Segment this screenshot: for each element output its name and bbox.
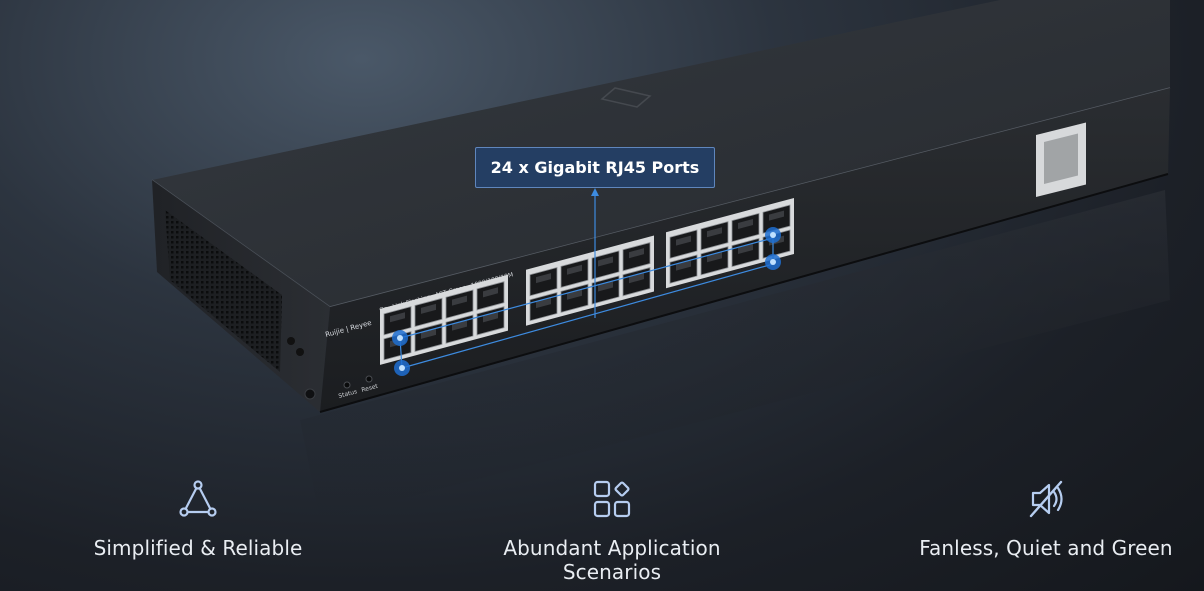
port-contacts xyxy=(390,312,405,323)
ports-callout: 24 x Gigabit RJ45 Ports xyxy=(475,147,715,188)
reset-label: Reset xyxy=(361,383,380,394)
feature-label: Fanless, Quiet and Green xyxy=(919,536,1173,560)
port-contacts xyxy=(629,273,644,284)
port-contacts xyxy=(707,227,722,238)
port-contacts xyxy=(676,260,691,271)
screw xyxy=(287,337,295,345)
port-contacts xyxy=(567,289,582,300)
status-led xyxy=(343,381,351,389)
port-contacts xyxy=(421,328,436,339)
switch-reflection xyxy=(300,190,1170,520)
port-contacts xyxy=(483,287,498,298)
status-label: Status xyxy=(338,388,358,400)
port-contacts xyxy=(421,303,436,314)
top-logo-mark xyxy=(600,87,652,108)
feature-fanless: Fanless, Quiet and Green xyxy=(896,478,1196,560)
reset-button[interactable] xyxy=(365,375,373,383)
feature-label: Abundant Application Scenarios xyxy=(503,536,721,584)
callout-connector xyxy=(399,191,774,369)
port-contacts xyxy=(738,243,753,254)
screw xyxy=(296,348,304,356)
port-contacts xyxy=(452,320,467,331)
port-contacts xyxy=(598,281,613,292)
port-contacts xyxy=(452,295,467,306)
port-contacts xyxy=(738,218,753,229)
port-blocks xyxy=(380,197,794,365)
port-contacts xyxy=(536,273,551,284)
port-block xyxy=(526,235,654,326)
port-contacts xyxy=(483,312,498,323)
highlighted-ports xyxy=(392,227,781,376)
port-contacts xyxy=(598,256,613,267)
port-contacts xyxy=(769,210,784,221)
arrow-up-icon xyxy=(591,188,599,196)
fan-off-icon xyxy=(1029,480,1063,518)
feature-label: Simplified & Reliable xyxy=(93,536,303,560)
triangle-nodes-icon xyxy=(179,480,217,517)
port-contacts xyxy=(567,264,582,275)
side-vent xyxy=(165,210,282,372)
feature-scenarios: Abundant Application Scenarios xyxy=(462,478,762,584)
app-grid-icon xyxy=(593,480,631,518)
port-contacts xyxy=(676,235,691,246)
port-contacts xyxy=(536,298,551,309)
port-contacts xyxy=(707,252,722,263)
screw xyxy=(304,388,316,400)
port-contacts xyxy=(629,248,644,259)
feature-simplified: Simplified & Reliable xyxy=(48,478,348,560)
port-block xyxy=(380,274,508,365)
port-block xyxy=(666,197,794,289)
